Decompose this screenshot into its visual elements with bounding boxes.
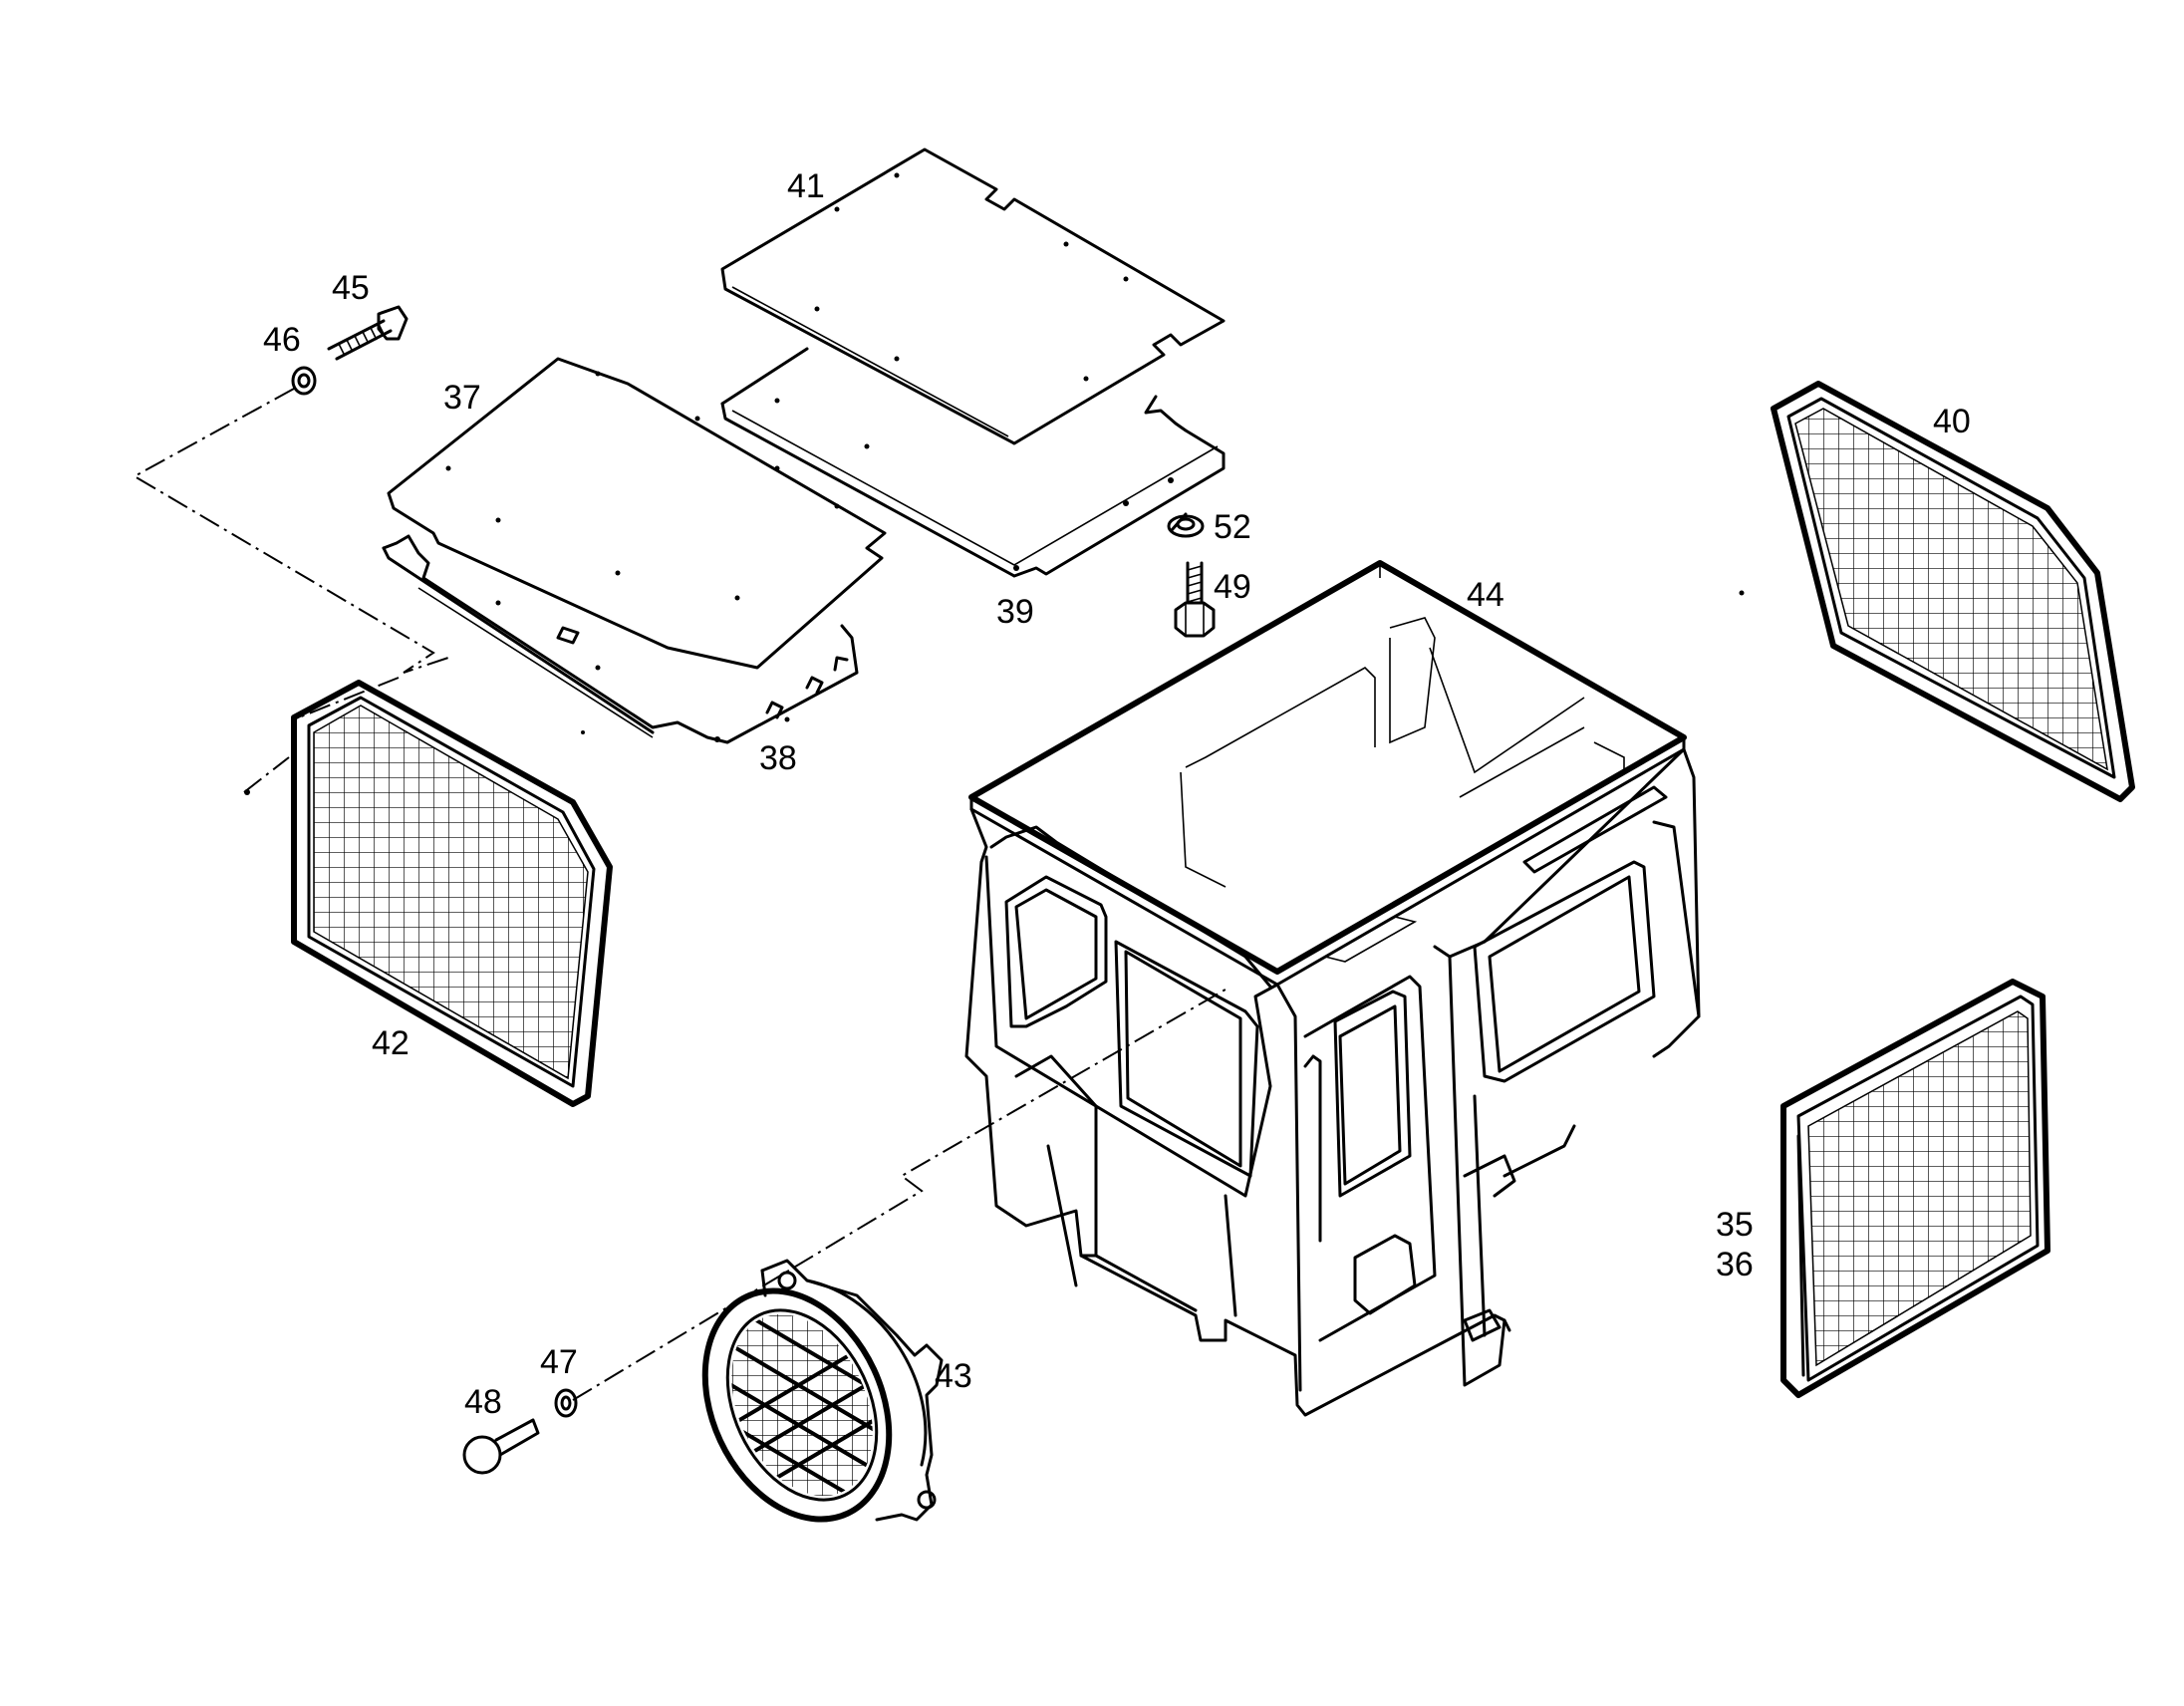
screen-35-36 [1780, 979, 2050, 1398]
label-39: 39 [996, 593, 1034, 631]
cab-44 [964, 560, 1701, 1417]
panel-39 [720, 347, 1226, 578]
bolt-45 [327, 305, 409, 361]
label-38: 38 [759, 739, 797, 777]
washer-47 [554, 1388, 578, 1418]
label-37: 37 [443, 379, 481, 417]
washer-46 [291, 366, 317, 396]
bolt-48 [462, 1418, 540, 1475]
label-46: 46 [263, 321, 301, 359]
bolt-49 [1174, 561, 1216, 638]
label-43: 43 [935, 1357, 972, 1395]
screen-40 [1771, 381, 2135, 802]
screen-42 [291, 680, 613, 1107]
fan-housing-43 [701, 1259, 944, 1523]
label-48: 48 [464, 1383, 502, 1421]
label-44: 44 [1467, 576, 1504, 614]
label-40: 40 [1933, 403, 1971, 440]
washer-52 [1167, 512, 1205, 538]
label-52: 52 [1214, 508, 1251, 546]
label-36: 36 [1716, 1246, 1754, 1283]
label-41: 41 [787, 167, 825, 205]
floor-panel-37 [387, 357, 887, 670]
panel-38 [382, 534, 859, 744]
label-45: 45 [332, 269, 370, 307]
roof-panel-41 [720, 147, 1226, 445]
assembly-lines [132, 388, 1745, 1401]
label-47: 47 [540, 1343, 578, 1381]
label-42: 42 [372, 1024, 410, 1062]
label-49: 49 [1214, 568, 1251, 606]
label-35: 35 [1716, 1206, 1754, 1244]
